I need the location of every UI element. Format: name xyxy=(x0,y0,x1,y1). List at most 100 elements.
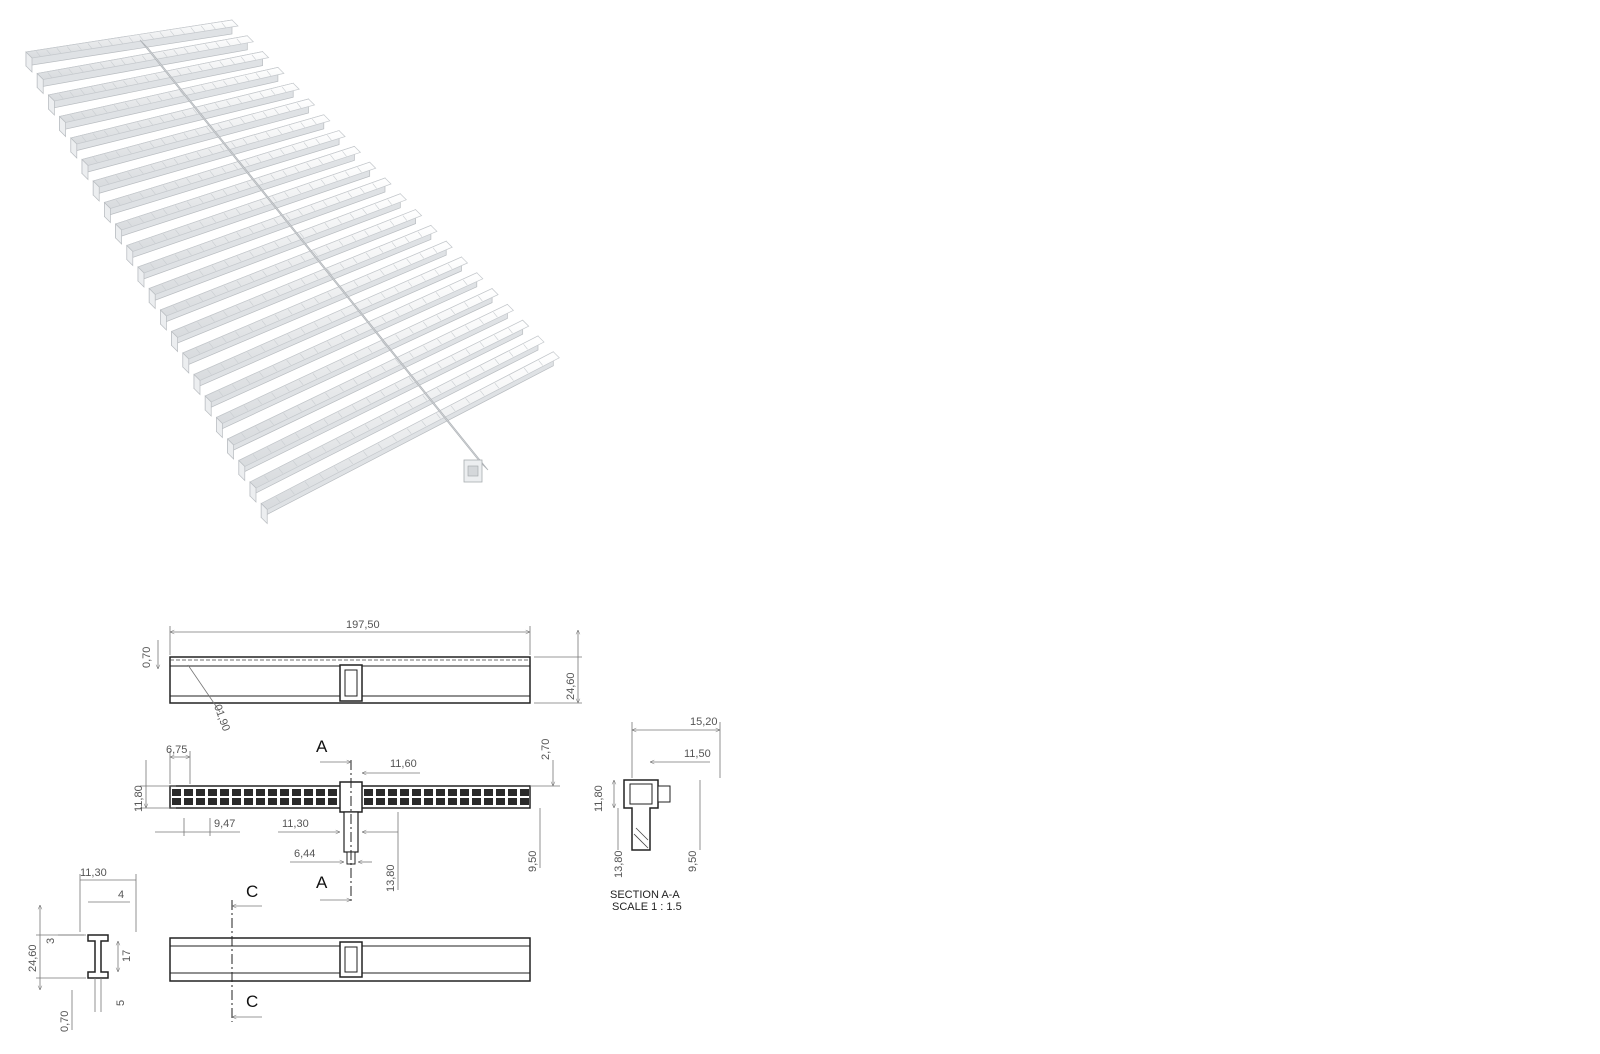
dim-connector-head: 11,60 xyxy=(390,758,417,770)
grating-bar xyxy=(25,19,239,73)
grating-cell xyxy=(448,789,457,796)
front-view: 197,50 0,70 24,60 01,90 xyxy=(141,619,582,733)
grating-bar xyxy=(114,145,362,245)
grating-cell xyxy=(292,789,301,796)
grating-bar xyxy=(238,319,530,482)
grating-bar xyxy=(103,130,346,224)
grating-cell xyxy=(388,789,397,796)
dim-section-head-height: 11,80 xyxy=(593,785,605,812)
dim-profile-lip: 0,70 xyxy=(59,1011,71,1032)
dim-connector-width: 11,30 xyxy=(282,818,309,830)
dim-pin-width: 6,44 xyxy=(294,848,315,860)
dim-pitch: 6,75 xyxy=(166,744,187,756)
grating-bar xyxy=(260,351,560,525)
grating-cell xyxy=(244,798,253,805)
grating-bar xyxy=(193,256,469,396)
grating-cell xyxy=(268,798,277,805)
section-scale: SCALE 1 : 1.5 xyxy=(612,901,682,913)
grating-bar xyxy=(92,114,331,202)
grating-cell xyxy=(316,789,325,796)
grating-cell xyxy=(184,789,193,796)
grating-cell xyxy=(412,798,421,805)
grating-cell xyxy=(220,789,229,796)
grating-bar xyxy=(249,335,545,503)
grating-cell xyxy=(172,798,181,805)
dim-profile-base: 5 xyxy=(115,1000,127,1006)
grating-bar xyxy=(126,161,377,267)
grating-bar xyxy=(170,224,438,353)
grating-cell xyxy=(196,798,205,805)
grating-cell xyxy=(196,789,205,796)
dim-top-thickness: 0,70 xyxy=(141,647,153,668)
grating-cell xyxy=(436,789,445,796)
grating-cell xyxy=(448,798,457,805)
grating-bar xyxy=(227,303,514,460)
grating-bar xyxy=(70,82,300,159)
grating-bar xyxy=(58,66,285,138)
dim-rib-offset: 2,70 xyxy=(540,739,552,760)
dim-profile-width: 11,30 xyxy=(80,867,107,879)
dim-slot-width: 9,47 xyxy=(214,818,235,830)
grating-cell xyxy=(472,798,481,805)
grating-cell xyxy=(304,798,313,805)
grating-cell xyxy=(184,798,193,805)
dim-top-width: 11,80 xyxy=(133,785,145,812)
grating-cell xyxy=(388,798,397,805)
grating-cell xyxy=(472,789,481,796)
grating-cell xyxy=(268,789,277,796)
grating-bar xyxy=(137,177,392,288)
section-mark-a-bottom: A xyxy=(316,873,328,892)
grating-cell xyxy=(364,798,373,805)
section-a-view: 15,20 11,50 11,80 13,80 9,50 SECTION A-A… xyxy=(593,716,720,913)
grating-bar xyxy=(36,35,255,95)
grating-bar xyxy=(148,193,407,310)
dim-profile-web-height: 17 xyxy=(121,950,133,962)
grating-cell xyxy=(508,798,517,805)
grating-bar xyxy=(182,240,453,374)
grating-bar xyxy=(81,98,316,181)
dim-radius: 01,90 xyxy=(211,703,232,733)
dim-pin-offset: 9,50 xyxy=(527,851,539,872)
grating-cell xyxy=(256,798,265,805)
grating-cell xyxy=(508,789,517,796)
dim-section-depth: 9,50 xyxy=(687,851,699,872)
grating-cell xyxy=(496,789,505,796)
grating-cell xyxy=(172,789,181,796)
section-caption: SECTION A-A xyxy=(610,889,680,901)
dim-height: 24,60 xyxy=(565,672,577,700)
grating-cell xyxy=(460,789,469,796)
grating-cell xyxy=(232,789,241,796)
grating-cell xyxy=(412,789,421,796)
grating-cell xyxy=(520,798,529,805)
grating-cell xyxy=(256,789,265,796)
section-mark-c-top: C xyxy=(246,882,258,901)
dim-section-head-width: 11,50 xyxy=(684,748,711,760)
grating-cell xyxy=(460,798,469,805)
section-mark-a-top: A xyxy=(316,737,328,756)
grating-cell xyxy=(400,789,409,796)
grating-bar xyxy=(159,209,423,331)
grating-cell xyxy=(496,798,505,805)
grating-cell xyxy=(220,798,229,805)
dim-section-stem: 13,80 xyxy=(613,850,625,878)
grating-cell xyxy=(304,789,313,796)
side-profile-view: 11,30 4 3 24,60 17 5 0,70 xyxy=(27,867,137,1032)
grating-cell xyxy=(244,789,253,796)
grating-cell xyxy=(364,789,373,796)
grating-cell xyxy=(328,789,337,796)
grating-bar xyxy=(47,51,270,116)
grating-cell xyxy=(424,798,433,805)
dim-profile-web: 4 xyxy=(118,889,124,901)
grating-cell xyxy=(208,798,217,805)
grating-cell xyxy=(232,798,241,805)
bottom-view: C C xyxy=(169,882,531,1022)
dim-overall-length: 197,50 xyxy=(346,619,380,631)
grating-cell xyxy=(484,798,493,805)
grating-cell xyxy=(208,789,217,796)
grating-bar xyxy=(204,272,484,417)
dim-profile-flange: 3 xyxy=(45,938,57,944)
section-mark-c-bottom: C xyxy=(246,992,258,1011)
dim-pin-length: 13,80 xyxy=(385,864,397,892)
grating-cell xyxy=(484,789,493,796)
